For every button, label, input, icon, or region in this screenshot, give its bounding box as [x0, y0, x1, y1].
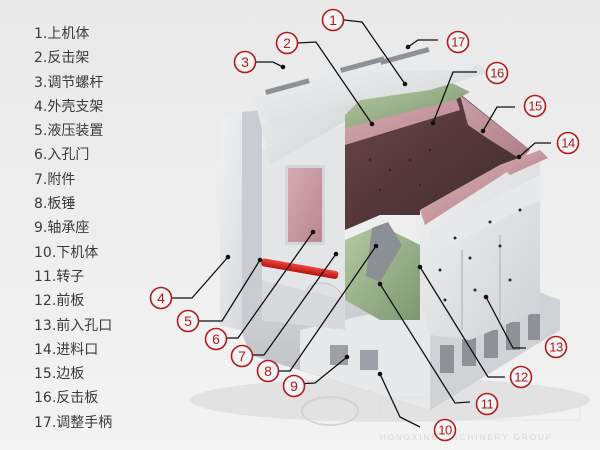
legend-item-16: 16.反击板 [34, 390, 99, 407]
adjusting-handle [265, 78, 310, 95]
adjusting-handle [340, 56, 385, 73]
legend-item-8: 8.板锤 [34, 196, 76, 213]
svg-text:1: 1 [329, 12, 337, 28]
svg-text:5: 5 [184, 313, 192, 329]
svg-text:8: 8 [264, 363, 272, 379]
legend-item-5: 5.液压装置 [34, 123, 104, 140]
impact-plate [345, 82, 470, 128]
blow-bar [366, 222, 402, 282]
manhole-door-liner [288, 168, 322, 242]
legend-item-7: 7.附件 [34, 171, 76, 188]
legend-item-12: 12.前板 [34, 293, 85, 310]
legend-item-13: 13.前入孔口 [34, 317, 113, 334]
callout-10: 10 [433, 418, 457, 442]
svg-text:17: 17 [451, 35, 465, 50]
callout-7: 7 [230, 344, 254, 368]
svg-text:10: 10 [438, 423, 452, 438]
svg-text:15: 15 [528, 99, 542, 114]
callout-2: 2 [275, 31, 299, 55]
legend-item-9: 9.轴承座 [34, 220, 90, 237]
legend-item-4: 4.外壳支架 [34, 98, 104, 115]
adjusting-handle [380, 47, 430, 65]
outer-support-frame [220, 110, 262, 330]
bolts [368, 148, 522, 302]
callout-15: 15 [523, 94, 547, 118]
callout-1: 1 [321, 8, 345, 32]
parts-legend: 1.上机体 2.反击架 3.调节螺杆 4.外壳支架 5.液压装置 6.入孔门 7… [34, 22, 112, 435]
legend-item-11: 11.转子 [34, 268, 85, 285]
svg-text:16: 16 [490, 66, 504, 81]
svg-text:13: 13 [549, 340, 563, 355]
callout-16: 16 [485, 61, 509, 85]
feed-inlet-section [420, 150, 548, 340]
anchor-dots [225, 44, 522, 377]
legend-item-3: 3.调节螺杆 [34, 74, 104, 91]
svg-text:12: 12 [514, 370, 528, 385]
callout-5: 5 [176, 309, 200, 333]
legend-item-6: 6.入孔门 [34, 147, 90, 164]
front-plate-liner [420, 165, 510, 225]
legend-item-1: 1.上机体 [34, 26, 90, 42]
legend-item-15: 15.边板 [34, 366, 85, 383]
callout-6: 6 [204, 327, 228, 351]
upper-body [250, 47, 490, 130]
hydraulic-cylinder [261, 258, 339, 279]
svg-text:9: 9 [290, 378, 298, 394]
legend-item-10: 10.下机体 [34, 244, 99, 261]
callout-17: 17 [446, 30, 470, 54]
crushing-chamber [345, 82, 530, 320]
callout-8: 8 [256, 359, 280, 383]
svg-text:7: 7 [238, 348, 246, 364]
legend-item-17: 17.调整手柄 [34, 414, 113, 431]
callout-13: 13 [544, 335, 568, 359]
svg-text:14: 14 [561, 136, 575, 151]
callout-12: 12 [509, 365, 533, 389]
legend-item-2: 2.反击架 [34, 50, 90, 67]
callout-14: 14 [556, 131, 580, 155]
callout-11: 11 [475, 392, 499, 416]
callouts: 1 2 3 4 5 6 7 [149, 8, 580, 442]
legend-item-14: 14.进料口 [34, 341, 99, 358]
svg-text:6: 6 [212, 331, 220, 347]
svg-text:2: 2 [283, 35, 291, 51]
callout-4: 4 [149, 286, 173, 310]
callout-3: 3 [233, 50, 257, 74]
svg-text:3: 3 [241, 54, 249, 70]
callout-9: 9 [282, 374, 306, 398]
svg-text:11: 11 [481, 397, 494, 412]
watermark-text: HONGXING MACHINERY GROUP [380, 433, 553, 442]
svg-text:4: 4 [157, 290, 165, 306]
